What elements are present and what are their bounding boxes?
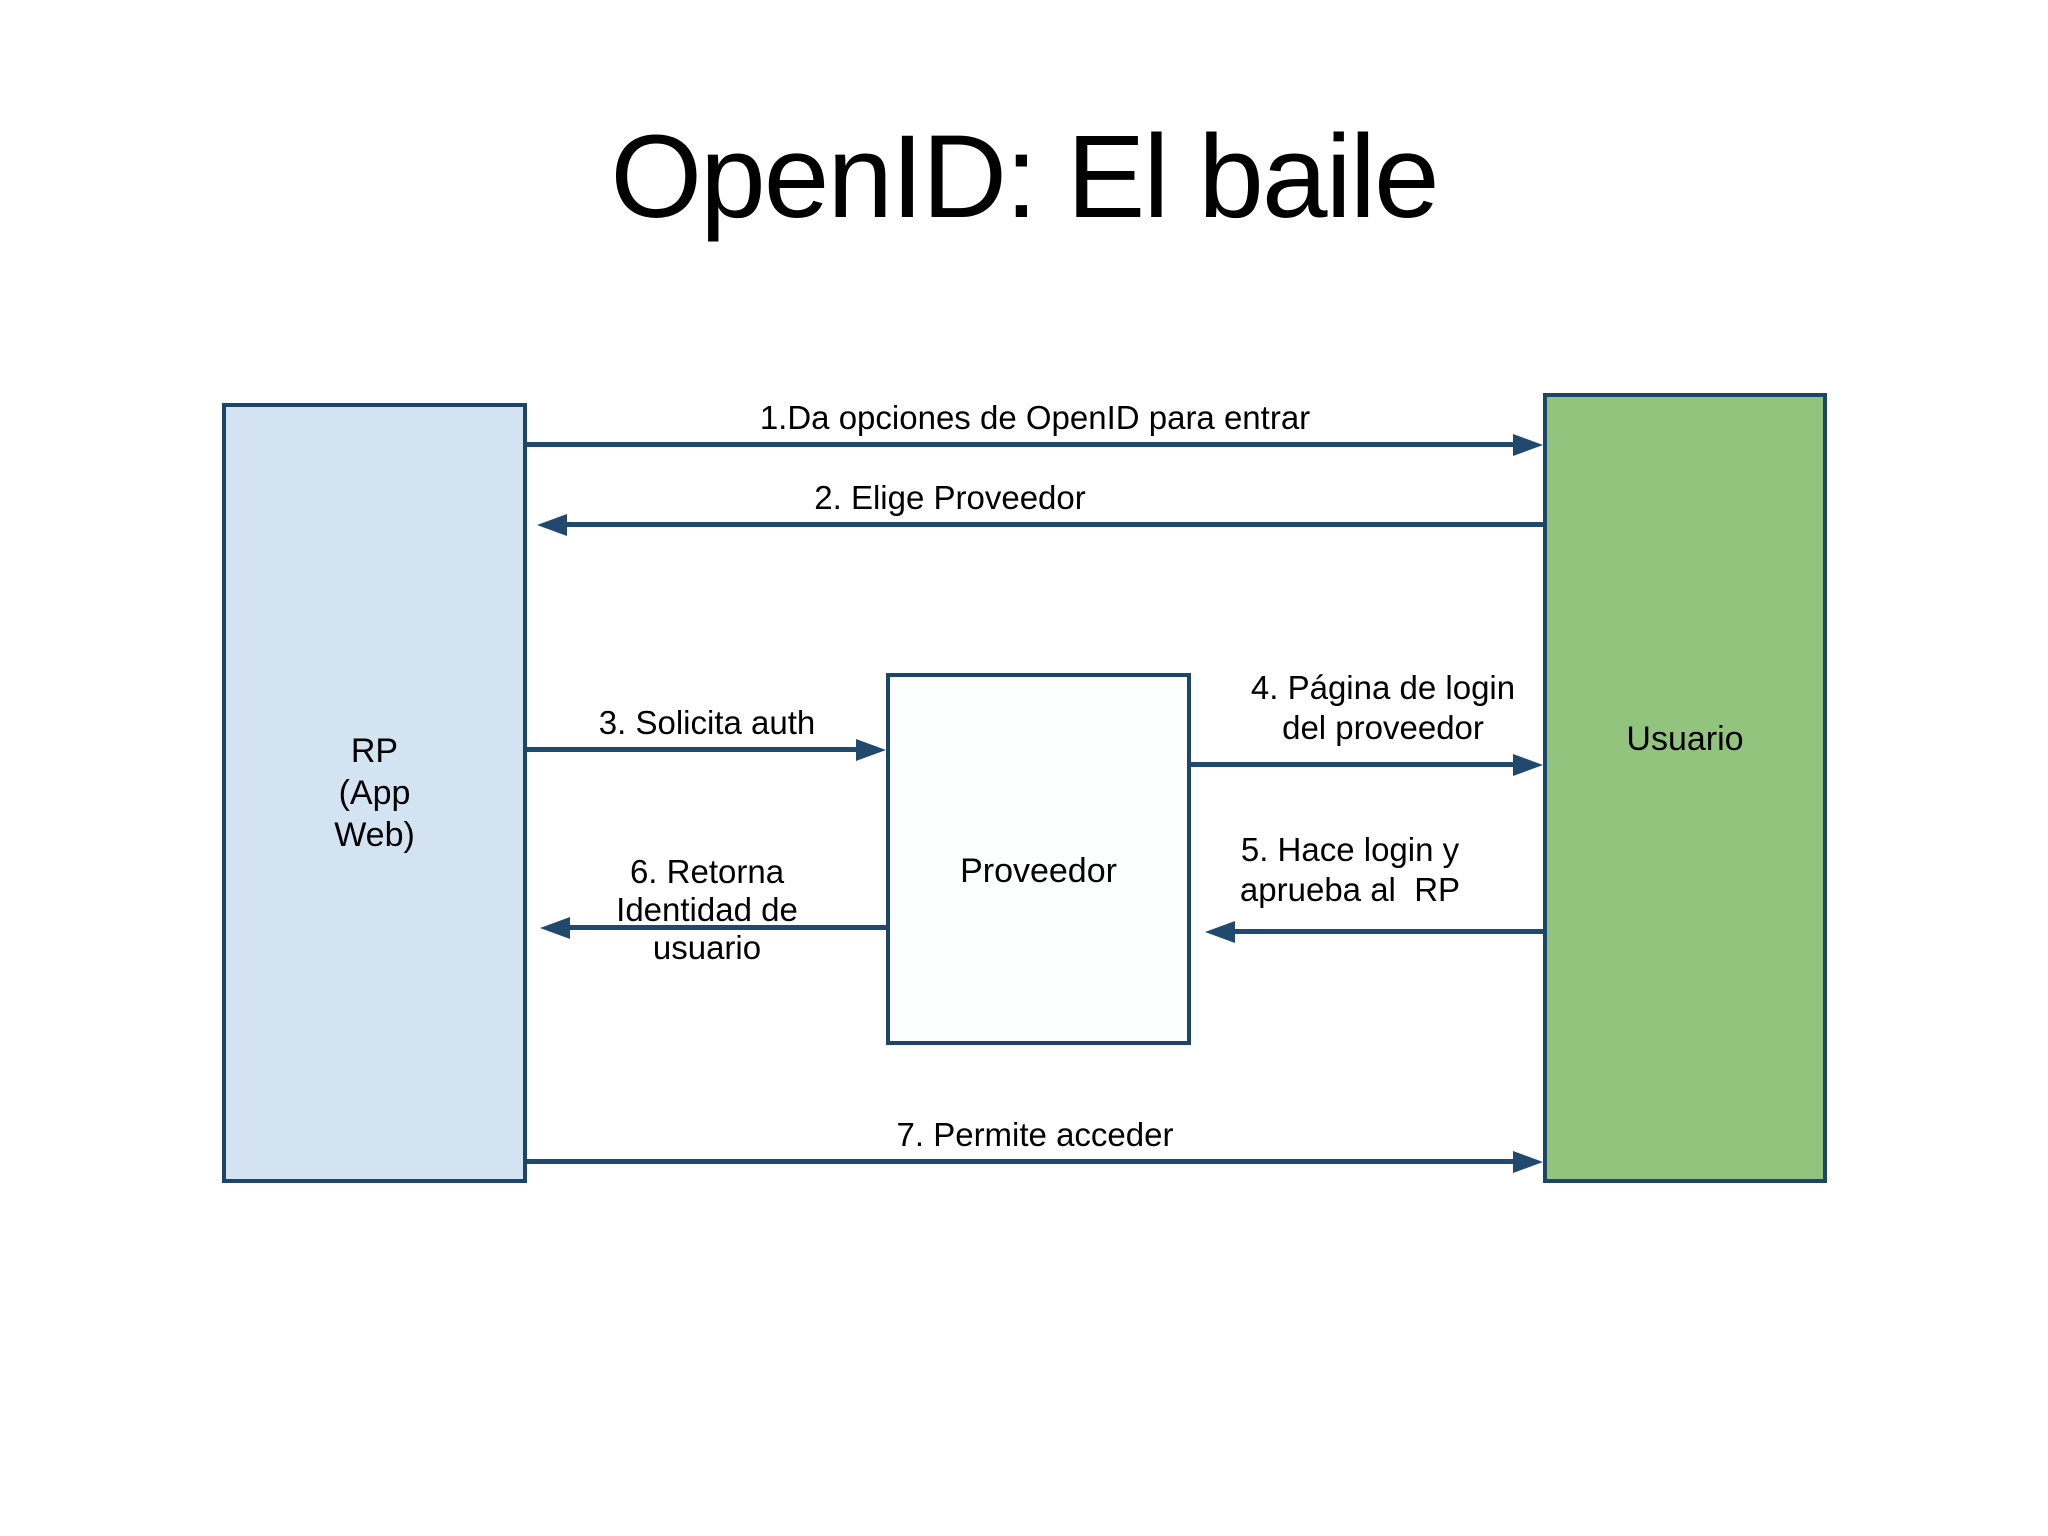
message-2-arrow-line <box>565 522 1543 527</box>
message-2-arrowhead-left-icon <box>537 514 567 536</box>
rp-label: RP (App Web) <box>334 732 415 854</box>
usuario-label: Usuario <box>1626 720 1744 758</box>
message-5-label: 5. Hace login y aprueba al RP <box>1239 831 1461 908</box>
message-7-arrowhead-right-icon <box>1513 1151 1543 1173</box>
message-4-label: 4. Página de login del proveedor <box>1250 669 1516 746</box>
message-1-label: 1.Da opciones de OpenID para entrar <box>759 399 1311 436</box>
slide-title: OpenID: El baile <box>610 111 1439 243</box>
message-1-arrow-line <box>527 442 1515 447</box>
message-3-label: 3. Solicita auth <box>598 704 816 741</box>
message-7-label: 7. Permite acceder <box>896 1116 1174 1153</box>
rp-box: RP (App Web) <box>222 403 527 1183</box>
message-6-arrowhead-left-icon <box>540 917 570 939</box>
message-4-arrowhead-right-icon <box>1513 754 1543 776</box>
message-5-arrowhead-left-icon <box>1205 921 1235 943</box>
message-2-label: 2. Elige Proveedor <box>814 479 1086 516</box>
proveedor-label: Proveedor <box>960 852 1117 890</box>
proveedor-box: Proveedor <box>886 673 1191 1045</box>
message-3-arrowhead-right-icon <box>856 739 886 761</box>
message-6-label: 6. Retorna Identidad de usuario <box>616 853 798 966</box>
message-4-arrow-line <box>1190 762 1515 767</box>
message-5-arrow-line <box>1233 929 1543 934</box>
message-7-arrow-line <box>527 1159 1515 1164</box>
message-6-arrow-line <box>568 925 886 930</box>
message-1-arrowhead-right-icon <box>1513 434 1543 456</box>
usuario-box: Usuario <box>1543 393 1827 1183</box>
message-3-arrow-line <box>527 747 858 752</box>
